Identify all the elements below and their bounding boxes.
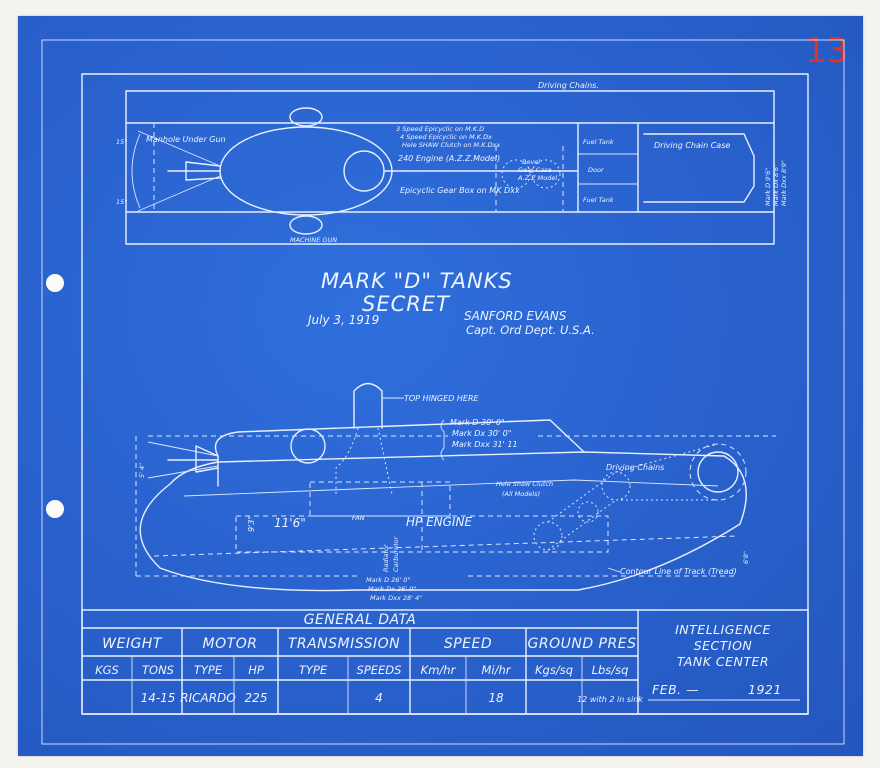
binder-hole-bottom bbox=[46, 500, 64, 518]
angle-top-label: 15° bbox=[116, 138, 128, 146]
side-driving-chains-label: Driving Chains bbox=[606, 463, 664, 472]
sheet-number: 13 bbox=[805, 31, 848, 71]
table-group-header: SPEED bbox=[444, 636, 492, 652]
table-value-cell: 4 bbox=[375, 691, 383, 705]
hele-shaw-side-1: Hele Shaw Clutch bbox=[496, 480, 553, 488]
blueprint-drawing: 13 bbox=[41, 31, 848, 745]
driving-chains-label: Driving Chains. bbox=[538, 81, 599, 90]
drawing-date: July 3, 1919 bbox=[306, 313, 379, 327]
table-sub-header: KGS bbox=[95, 663, 119, 677]
fuel-tank-top-label: Fuel Tank bbox=[583, 138, 614, 146]
side-block-month: FEB. — bbox=[652, 682, 699, 697]
width-mkd: Mark D 26' 0" bbox=[366, 576, 410, 584]
table-value-cell: RICARDO bbox=[180, 691, 236, 705]
author-title: Capt. Ord Dept. U.S.A. bbox=[466, 323, 595, 337]
table-sub-header: TYPE bbox=[194, 663, 223, 677]
fuel-tank-bottom-label: Fuel Tank bbox=[583, 196, 614, 204]
hp-engine-label: HP ENGINE bbox=[406, 515, 472, 529]
width-mkdx: Mark Dx 26' 0" bbox=[368, 585, 416, 593]
bevel-label-1: Bevel bbox=[522, 158, 540, 166]
table-sub-header: TYPE bbox=[299, 663, 328, 677]
table-value-cell: 18 bbox=[488, 691, 504, 705]
side-block-line1: INTELLIGENCE bbox=[675, 622, 771, 637]
dim-93: 9'3" bbox=[247, 516, 256, 532]
radiator-label: Radiator bbox=[382, 543, 390, 572]
table-group-header: GROUND PRES bbox=[528, 636, 637, 652]
table-sub-header: TONS bbox=[142, 663, 174, 677]
top-hinged-label: TOP HINGED HERE bbox=[404, 394, 479, 403]
side-view: TOP HINGED HERE Mark D 30' 0" Mark Dx 30… bbox=[135, 382, 776, 602]
table-value-cell: 12 with 2 in sink bbox=[577, 695, 643, 704]
dim-left: 5' 4" bbox=[138, 463, 146, 478]
table-sub-header: SPEEDS bbox=[357, 663, 402, 677]
length-mkdxx: Mark Dxx 31' 11 bbox=[452, 440, 518, 449]
machine-gun-label: MACHINE GUN bbox=[290, 236, 337, 244]
general-data-heading: GENERAL DATA bbox=[304, 612, 417, 628]
right-note-3: Mark Dxx 8'9" bbox=[780, 160, 788, 206]
table-group-header: MOTOR bbox=[203, 636, 258, 652]
epicyclic-mkdx-label: 4 Speed Epicyclic on M.K.Dx bbox=[400, 133, 492, 141]
table-sub-header: HP bbox=[248, 663, 264, 677]
table-sub-header: Kgs/sq bbox=[535, 663, 573, 677]
table-value-cell: 225 bbox=[245, 691, 268, 705]
table-group-header: WEIGHT bbox=[102, 636, 163, 652]
door-label: Door bbox=[588, 166, 605, 174]
hele-shaw-side-2: (All Models) bbox=[502, 490, 540, 498]
drawing-title: MARK "D" TANKS bbox=[321, 269, 513, 293]
blueprint-sheet: 13 bbox=[18, 16, 863, 756]
table-group-header: TRANSMISSION bbox=[288, 636, 400, 652]
binder-hole-top bbox=[46, 274, 64, 292]
contour-line-label: Contour Line of Track (Tread) bbox=[620, 567, 737, 576]
side-block-year: 1921 bbox=[748, 682, 782, 697]
dim-116: 11'6" bbox=[274, 516, 306, 530]
side-block-line3: TANK CENTER bbox=[677, 654, 769, 669]
width-mkdxx: Mark Dxx 28' 4" bbox=[370, 594, 422, 602]
outer-border bbox=[41, 39, 845, 745]
right-note-1: Mark D 9'6" bbox=[764, 168, 772, 206]
bevel-label-2: Gear Case bbox=[518, 166, 552, 174]
table-value-cell: 14-15 bbox=[141, 691, 176, 705]
fan-label: FAN bbox=[352, 514, 365, 522]
angle-bottom-label: 15° bbox=[116, 198, 128, 206]
table-sub-header: Mi/hr bbox=[481, 663, 511, 677]
epicyclic-box-label: Epicyclic Gear Box on MK Dxx bbox=[400, 186, 520, 195]
general-data-table: GENERAL DATA WEIGHT MOTOR TRANSMISSION SPEE… bbox=[81, 609, 809, 715]
length-mkdx: Mark Dx 30' 0" bbox=[452, 429, 511, 438]
bevel-label-3: A.Z.Z Model bbox=[517, 174, 557, 182]
top-view: Driving Chains. Manhole Under Gun 3 Spee… bbox=[116, 81, 788, 245]
dim-right: 6'8" bbox=[742, 551, 750, 564]
table-sub-header: Lbs/sq bbox=[592, 663, 629, 677]
table-sub-header: Km/hr bbox=[421, 663, 457, 677]
carburetor-label: Carburetor bbox=[392, 535, 400, 572]
title-block: MARK "D" TANKS SECRET July 3, 1919 SANFO… bbox=[306, 269, 595, 337]
engine-label: 240 Engine (A.Z.Z.Model) bbox=[398, 154, 500, 163]
driving-chain-case-label: Driving Chain Case bbox=[654, 141, 730, 150]
author-name: SANFORD EVANS bbox=[464, 309, 567, 323]
drawing-subtitle: SECRET bbox=[362, 292, 451, 316]
side-block-line2: SECTION bbox=[694, 638, 753, 653]
epicyclic-mkd-label: 3 Speed Epicyclic on M.K.D bbox=[396, 125, 484, 133]
length-mkd: Mark D 30' 0" bbox=[450, 418, 505, 427]
manhole-label: Manhole Under Gun bbox=[146, 135, 226, 144]
hele-shaw-top-label: Hele SHAW Clutch on M.K.Dxx bbox=[402, 141, 500, 149]
right-note-2: Mark Dx 8'6" bbox=[772, 164, 780, 206]
